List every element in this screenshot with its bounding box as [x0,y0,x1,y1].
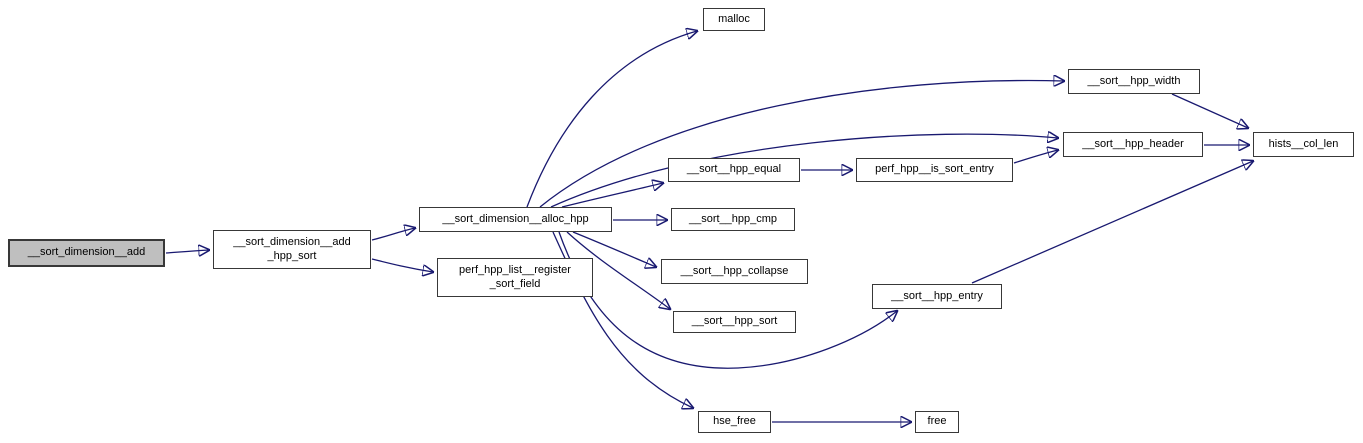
edge-alloc-hpp-to-hpp-width [539,81,1064,208]
node-hists-col-len[interactable]: hists__col_len [1253,132,1354,157]
edge-alloc-hpp-to-hpp-entry [558,231,897,369]
node-sort-dimension-add-hpp-sort[interactable]: __sort_dimension__add _hpp_sort [213,230,371,269]
node-sort-hpp-sort[interactable]: __sort__hpp_sort [673,311,796,333]
edge-is-sort-entry-to-hpp-header [1013,150,1058,164]
node-sort-dimension-add: __sort_dimension__add [8,239,165,267]
node-sort-hpp-collapse[interactable]: __sort__hpp_collapse [661,259,808,284]
edge-alloc-hpp-to-malloc [526,31,697,208]
edge-hpp-entry-to-col-len [971,161,1253,284]
node-sort-hpp-width[interactable]: __sort__hpp_width [1068,69,1200,94]
edge-add-hpp-sort-to-register-sort-field [371,258,433,272]
edge-alloc-hpp-to-hpp-header [550,134,1058,208]
node-perf-hpp-list-register-sort-field[interactable]: perf_hpp_list__register _sort_field [437,258,593,297]
edge-add-hpp-sort-to-alloc-hpp [371,228,415,241]
node-hse-free[interactable]: hse_free [698,411,771,433]
edge-add-to-add-hpp-sort [165,250,209,253]
node-malloc[interactable]: malloc [703,8,765,31]
edge-hpp-width-to-col-len [1171,93,1248,128]
node-free[interactable]: free [915,411,959,433]
edge-alloc-hpp-to-hpp-collapse [572,231,656,267]
edge-alloc-hpp-to-hpp-equal [561,183,663,208]
node-sort-hpp-cmp[interactable]: __sort__hpp_cmp [671,208,795,231]
node-sort-dimension-alloc-hpp[interactable]: __sort_dimension__alloc_hpp [419,207,612,232]
node-sort-hpp-entry[interactable]: __sort__hpp_entry [872,284,1002,309]
node-sort-hpp-header[interactable]: __sort__hpp_header [1063,132,1203,157]
node-sort-hpp-equal[interactable]: __sort__hpp_equal [668,158,800,182]
edge-alloc-hpp-to-hpp-sort [566,231,670,309]
node-perf-hpp-is-sort-entry[interactable]: perf_hpp__is_sort_entry [856,158,1013,182]
